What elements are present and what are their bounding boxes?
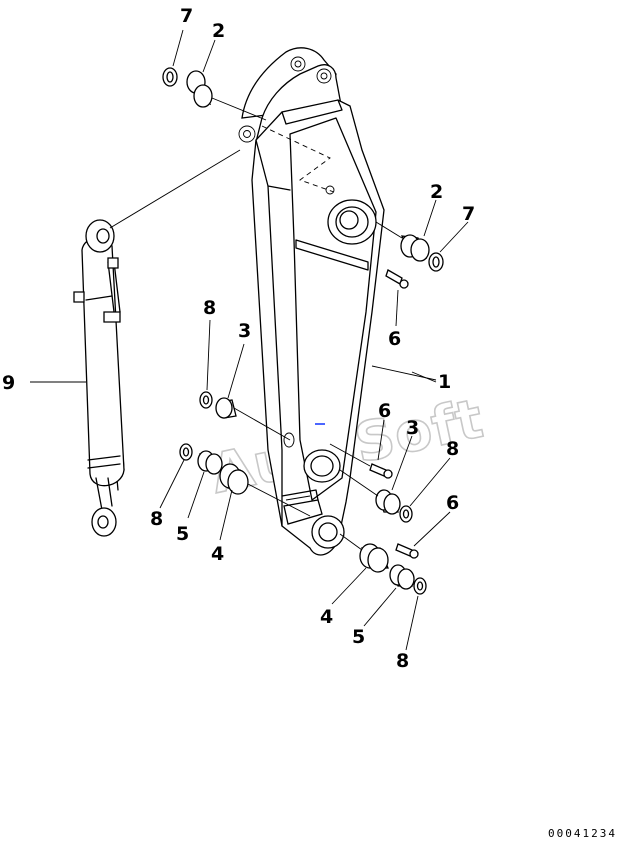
callout-8: 8 xyxy=(396,650,409,672)
bushing-5-left xyxy=(197,450,223,475)
pin-path-dashed xyxy=(261,125,335,193)
pin-line-upper-right xyxy=(375,221,403,239)
callout-5: 5 xyxy=(176,523,189,545)
callout-8: 8 xyxy=(446,438,459,460)
callout-7: 7 xyxy=(462,203,475,225)
seal-7-top-left xyxy=(162,67,178,87)
cylinder-link-line xyxy=(109,149,241,229)
bushing-3-right xyxy=(375,489,401,515)
seal-8-left-lower xyxy=(179,443,193,461)
callout-1: 1 xyxy=(438,371,451,393)
callout-5: 5 xyxy=(352,626,365,648)
seal-7-right xyxy=(428,252,444,272)
drawing-code: 00041234 xyxy=(548,827,617,840)
callout-6: 6 xyxy=(446,492,459,514)
arm-cylinder xyxy=(73,219,125,537)
callout-2: 2 xyxy=(430,181,443,203)
bushing-2-right xyxy=(400,234,430,262)
bushing-4-left xyxy=(219,463,249,495)
callout-6: 6 xyxy=(388,328,401,350)
callout-4: 4 xyxy=(211,543,224,565)
pin-line-top xyxy=(211,97,267,121)
bushing-3-left xyxy=(215,397,237,419)
leader-lines xyxy=(30,29,469,651)
seal-8-right-upper xyxy=(399,505,413,523)
pin-line-left-mid xyxy=(233,407,291,441)
callout-2: 2 xyxy=(212,20,225,42)
callout-8: 8 xyxy=(150,508,163,530)
bushing-2-top-left xyxy=(186,70,213,108)
seal-8-right-lower xyxy=(413,577,427,595)
grease-fitting-6-upper xyxy=(385,269,409,289)
pin-line-right-lower xyxy=(339,533,363,551)
seal-8-left-upper xyxy=(199,391,213,409)
callout-3: 3 xyxy=(238,320,251,342)
arm-body xyxy=(238,47,385,556)
grease-fitting-6-lower xyxy=(395,543,419,559)
callout-4: 4 xyxy=(320,606,333,628)
grease-fitting-6-mid xyxy=(329,443,393,479)
bushing-4-right xyxy=(359,543,389,573)
callout-3: 3 xyxy=(406,417,419,439)
pin-line-left-lower xyxy=(247,483,311,517)
callout-8: 8 xyxy=(203,297,216,319)
callout-6: 6 xyxy=(378,400,391,422)
callout-9: 9 xyxy=(2,372,15,394)
callout-7: 7 xyxy=(180,5,193,27)
pin-line-right-mid xyxy=(339,469,379,497)
bushing-5-right xyxy=(389,564,415,590)
